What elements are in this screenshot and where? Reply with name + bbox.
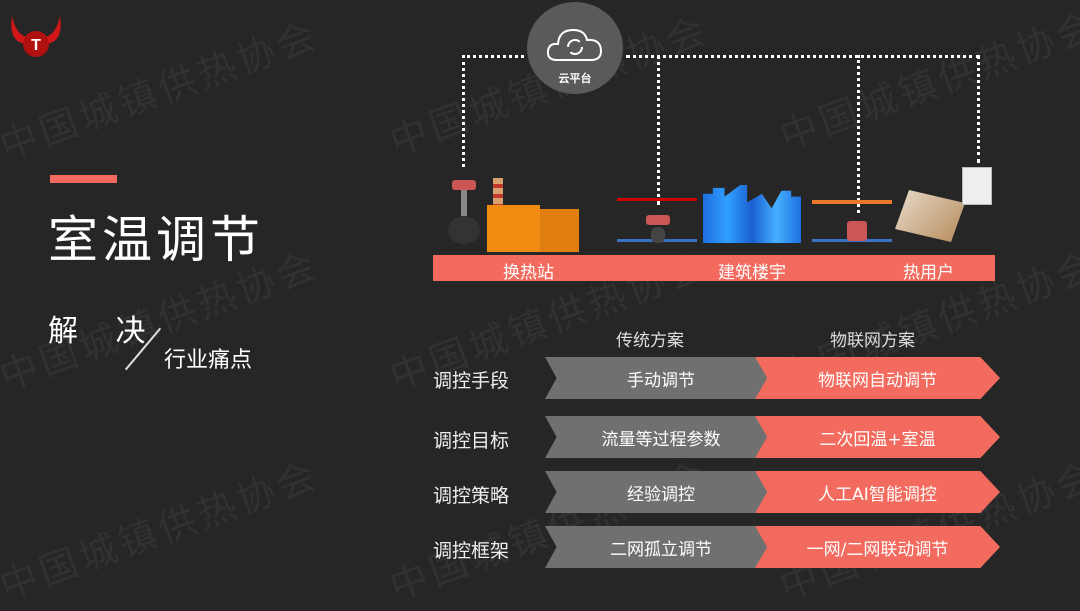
iot-cell: 人工AI智能调控	[755, 471, 1000, 513]
cloud-sync-icon	[546, 28, 603, 61]
iot-cell: 一网/二网联动调节	[755, 526, 1000, 568]
watermark: 中国城镇供热协会	[0, 452, 325, 609]
stage-heat-station: 换热站	[503, 263, 554, 283]
cloud-label: 云平台	[558, 72, 592, 85]
stage-building: 建筑楼宇	[718, 263, 786, 283]
link-line	[657, 55, 660, 205]
iot-cell: 二次回温+室温	[755, 416, 1000, 458]
traditional-cell: 二网孤立调节	[545, 526, 777, 568]
iot-cell: 物联网自动调节	[755, 357, 1000, 399]
thermostat-icon	[962, 167, 992, 205]
header-traditional: 传统方案	[616, 331, 684, 351]
header-iot: 物联网方案	[830, 331, 915, 351]
stage-heat-user: 热用户	[903, 263, 954, 283]
logo-letter: T	[31, 37, 41, 54]
row-label: 调控框架	[433, 540, 510, 562]
accent-bar	[50, 175, 117, 183]
page-title: 室温调节	[48, 211, 264, 269]
supply-pipe	[812, 200, 892, 204]
row-label: 调控策略	[433, 485, 510, 507]
valve-icon	[646, 215, 670, 245]
stage-band: 换热站 建筑楼宇 热用户	[433, 255, 995, 283]
link-line	[977, 55, 980, 163]
factory-icon	[487, 178, 579, 252]
row-label: 调控手段	[433, 370, 510, 392]
valve-icon	[446, 180, 482, 246]
supply-pipe	[617, 198, 697, 201]
apartment-icon	[895, 190, 965, 242]
link-line	[462, 55, 465, 167]
logo-icon: T	[11, 16, 61, 57]
link-line	[857, 55, 860, 213]
traditional-cell: 流量等过程参数	[545, 416, 777, 458]
buildings-icon	[703, 185, 801, 243]
valve-icon	[847, 221, 867, 241]
traditional-cell: 经验调控	[545, 471, 777, 513]
watermark: 中国城镇供热协会	[773, 2, 1080, 159]
subtitle-solve: 解 决	[48, 314, 160, 349]
cloud-platform: 云平台	[527, 2, 623, 94]
traditional-cell: 手动调节	[545, 357, 777, 399]
link-line	[462, 55, 524, 58]
subtitle-pain-points: 行业痛点	[164, 348, 253, 373]
link-line	[626, 55, 980, 58]
row-label: 调控目标	[433, 430, 510, 452]
